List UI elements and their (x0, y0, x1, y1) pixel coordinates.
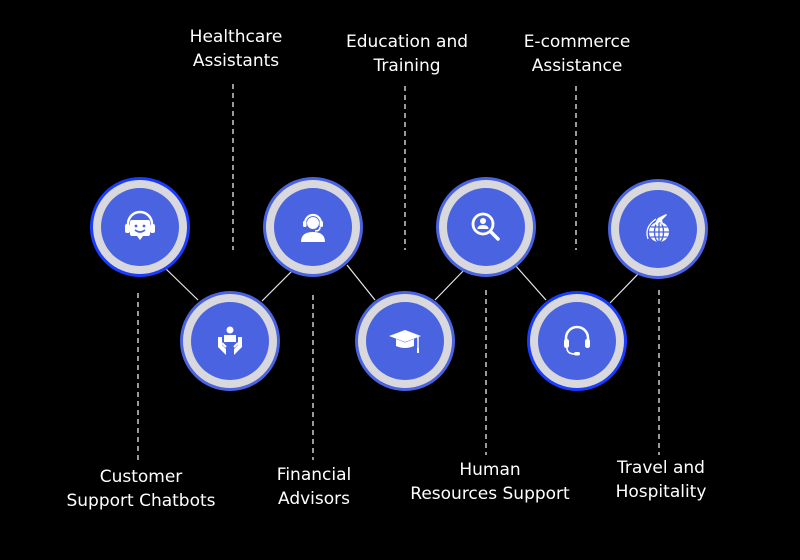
node-financial (263, 177, 363, 277)
label-line: Support Chatbots (66, 491, 216, 511)
label-line: Assistants (192, 51, 280, 71)
label-line: Customer (99, 467, 183, 487)
label-line: Financial (276, 465, 352, 485)
node-education (355, 291, 455, 391)
label-line: Assistance (531, 56, 623, 76)
chatbot-headset-icon (125, 210, 155, 240)
label-travel: Travel and Hospitality (616, 456, 707, 504)
node-customer-support (90, 177, 190, 277)
label-customer-support: Customer Support Chatbots (66, 465, 215, 513)
label-ecommerce: E-commerce Assistance (524, 30, 631, 78)
label-line: E-commerce (523, 32, 631, 52)
node-travel (608, 179, 708, 279)
person-search-icon (471, 212, 500, 241)
node-healthcare (180, 291, 280, 391)
label-line: Healthcare (189, 27, 283, 47)
label-line: Resources Support (410, 484, 570, 504)
node-hr (436, 177, 536, 277)
label-hr: Human Resources Support (410, 458, 569, 506)
label-line: Travel and (617, 458, 705, 478)
headset-icon (564, 325, 590, 356)
label-healthcare: Healthcare Assistants (190, 25, 283, 73)
advisor-headset-person-icon (301, 213, 325, 242)
label-line: Education and (345, 32, 469, 52)
hands-care-person-icon (218, 326, 242, 355)
label-line: Advisors (277, 489, 351, 509)
label-financial: Financial Advisors (277, 463, 351, 511)
label-line: Training (373, 56, 441, 76)
label-education: Education and Training (346, 30, 468, 78)
label-line: Hospitality (615, 482, 707, 502)
label-line: Human (459, 460, 521, 480)
globe-airplane-icon (646, 214, 669, 243)
graduation-cap-icon (389, 330, 421, 353)
node-ecommerce (527, 291, 627, 391)
